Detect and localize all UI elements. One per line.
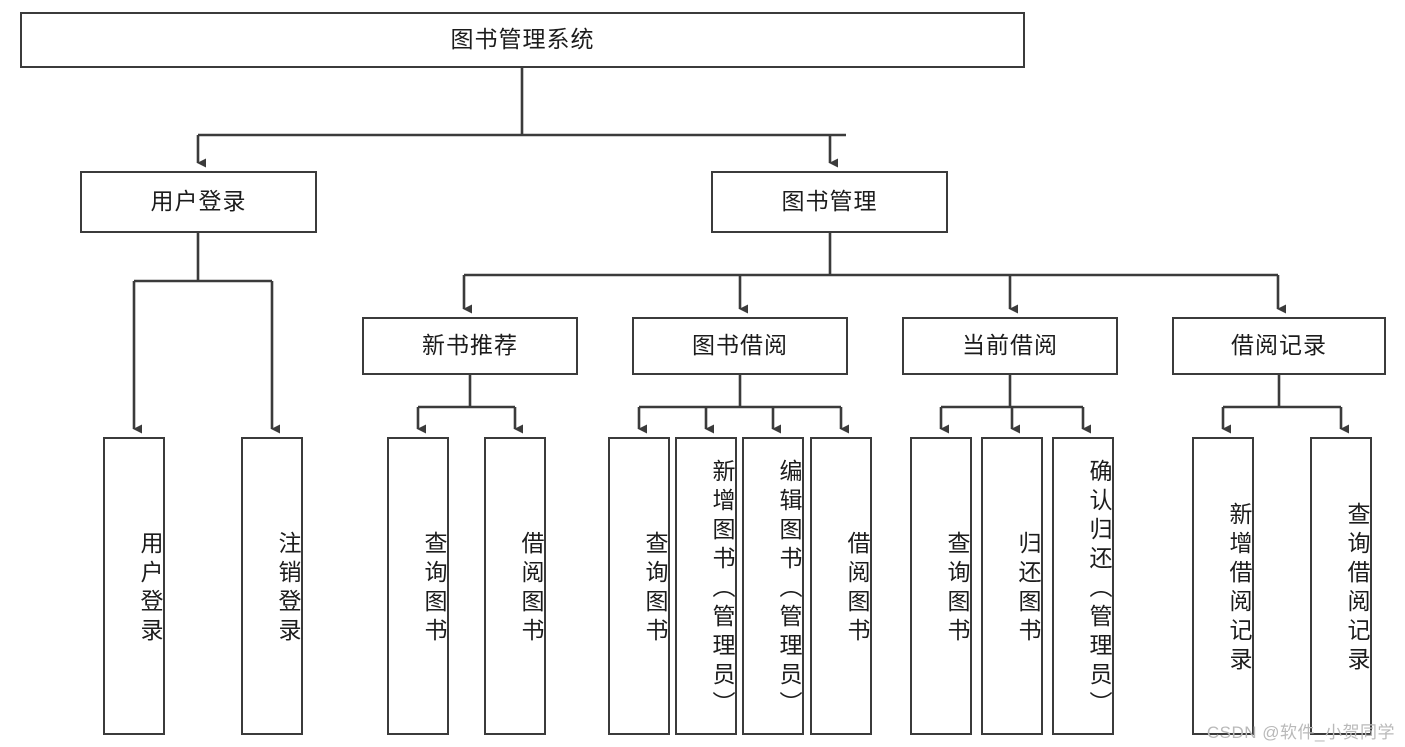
leaf-query-book-2-label: 查询图书 <box>642 531 668 647</box>
leaf-borrow-book-2[interactable]: 借阅图书 <box>810 437 872 735</box>
node-book-borrow-label: 图书借阅 <box>692 332 788 359</box>
leaf-confirm-return[interactable]: 确认归还（管理员） <box>1052 437 1114 735</box>
node-new-book-recommend[interactable]: 新书推荐 <box>362 317 578 375</box>
node-user-login-label: 用户登录 <box>150 188 247 215</box>
leaf-borrow-book-2-label: 借阅图书 <box>844 531 870 647</box>
leaf-query-book-1[interactable]: 查询图书 <box>387 437 449 735</box>
leaf-return-book[interactable]: 归还图书 <box>981 437 1043 735</box>
node-book-manage-label: 图书管理 <box>781 188 878 215</box>
leaf-add-book-admin-label: 新增图书（管理员） <box>709 458 735 720</box>
leaf-query-book-3-label: 查询图书 <box>944 531 970 647</box>
node-root-system-label: 图书管理系统 <box>450 26 595 53</box>
node-current-borrow-label: 当前借阅 <box>962 332 1058 359</box>
leaf-logout-login[interactable]: 注销登录 <box>241 437 303 735</box>
leaf-confirm-return-label: 确认归还（管理员） <box>1086 458 1112 720</box>
leaf-logout-login-label: 注销登录 <box>275 531 301 647</box>
leaf-add-borrow-record-label: 新增借阅记录 <box>1226 502 1252 676</box>
leaf-user-login[interactable]: 用户登录 <box>103 437 165 735</box>
csdn-watermark: CSDN @软件_小贺同学 <box>1206 723 1395 742</box>
leaf-edit-book-admin[interactable]: 编辑图书（管理员） <box>742 437 804 735</box>
leaf-add-book-admin[interactable]: 新增图书（管理员） <box>675 437 737 735</box>
node-new-book-recommend-label: 新书推荐 <box>422 332 518 359</box>
leaf-return-book-label: 归还图书 <box>1015 531 1041 647</box>
leaf-query-book-3[interactable]: 查询图书 <box>910 437 972 735</box>
node-borrow-record[interactable]: 借阅记录 <box>1172 317 1386 375</box>
leaf-user-login-label: 用户登录 <box>137 531 163 647</box>
node-book-borrow[interactable]: 图书借阅 <box>632 317 848 375</box>
leaf-query-book-2[interactable]: 查询图书 <box>608 437 670 735</box>
leaf-add-borrow-record[interactable]: 新增借阅记录 <box>1192 437 1254 735</box>
leaf-query-book-1-label: 查询图书 <box>421 531 447 647</box>
leaf-borrow-book-1[interactable]: 借阅图书 <box>484 437 546 735</box>
leaf-query-borrow-record[interactable]: 查询借阅记录 <box>1310 437 1372 735</box>
node-root-system[interactable]: 图书管理系统 <box>20 12 1025 68</box>
node-borrow-record-label: 借阅记录 <box>1231 332 1327 359</box>
leaf-borrow-book-1-label: 借阅图书 <box>518 531 544 647</box>
leaf-edit-book-admin-label: 编辑图书（管理员） <box>776 458 802 720</box>
node-user-login[interactable]: 用户登录 <box>80 171 317 233</box>
node-book-manage[interactable]: 图书管理 <box>711 171 948 233</box>
leaf-query-borrow-record-label: 查询借阅记录 <box>1344 502 1370 676</box>
node-current-borrow[interactable]: 当前借阅 <box>902 317 1118 375</box>
